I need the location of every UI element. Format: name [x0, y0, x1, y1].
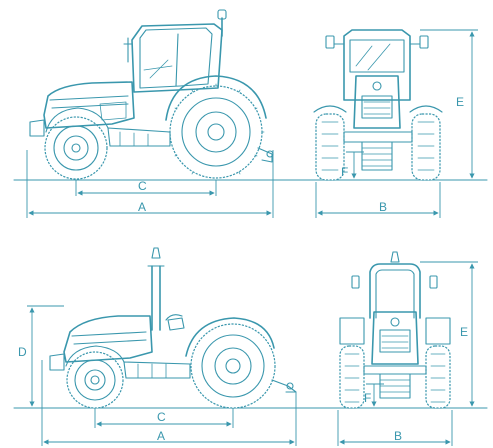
dim-c-label-bottom: C	[157, 410, 166, 424]
dimension-lines-top-side	[26, 150, 274, 218]
dim-a-label-bottom: A	[157, 429, 165, 443]
dim-b-label-top: B	[379, 200, 387, 214]
dim-e-label-bottom: E	[460, 325, 468, 339]
tractor-front-view-rops	[339, 251, 451, 409]
dim-f-label-bottom: F	[364, 391, 371, 405]
dimension-lines-top-front	[315, 29, 478, 218]
tractor-front-view-cab	[313, 29, 443, 181]
dim-c-label-top: C	[138, 179, 147, 193]
dim-e-label-top: E	[456, 95, 464, 109]
dim-a-label-top: A	[138, 200, 146, 214]
dimension-lines-bottom-front	[337, 261, 478, 446]
dimension-lines-bottom-side	[27, 305, 297, 446]
dim-f-label-top: F	[341, 165, 348, 179]
tractor-side-view-cab	[29, 9, 274, 180]
dim-d-label-bottom: D	[18, 345, 27, 359]
dim-b-label-bottom: B	[394, 429, 402, 443]
tractor-side-view-rops	[49, 247, 297, 409]
